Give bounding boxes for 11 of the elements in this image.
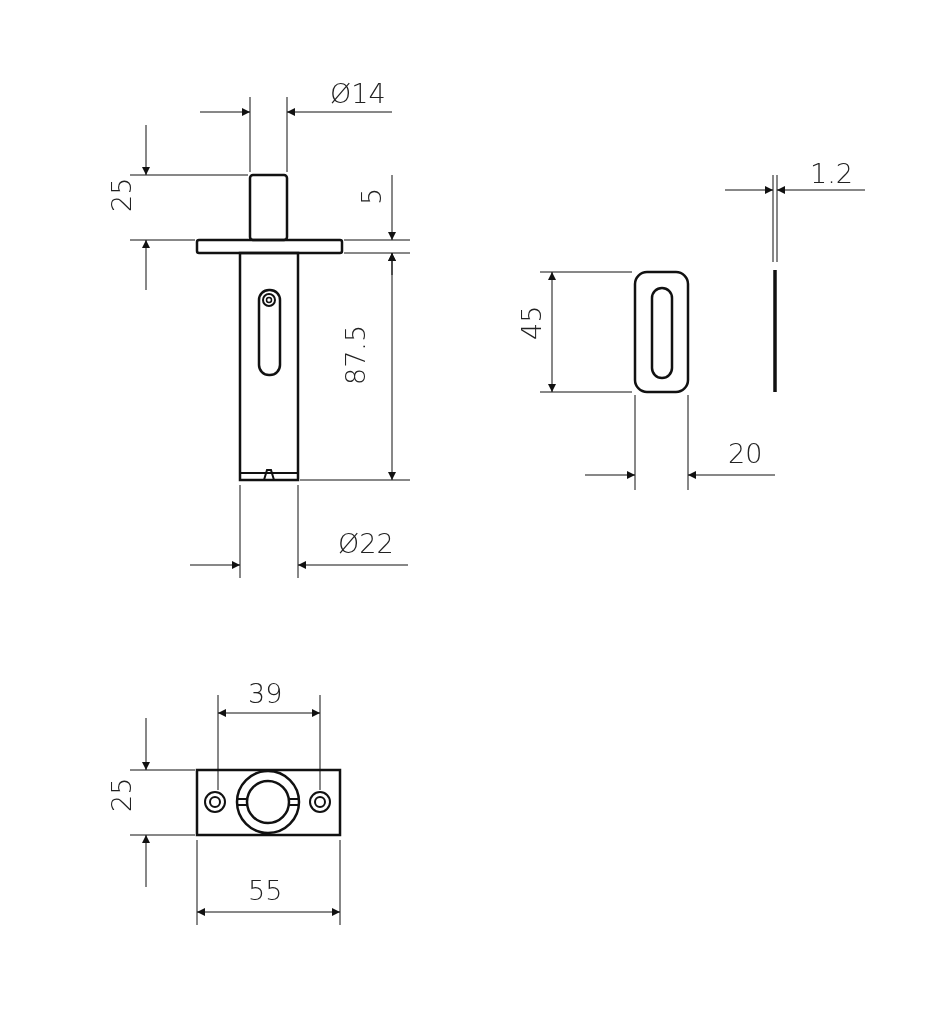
dimension-label: 87.5 [342,324,369,385]
dimension-label: 25 [108,777,135,812]
dimension-label: 1.2 [810,160,853,187]
dimension-label: 45 [518,305,545,340]
dimension-label: Ø22 [338,530,394,557]
dimension-label: 25 [108,177,135,212]
dimension-label: 5 [358,187,385,205]
dimension-label: 39 [248,680,283,707]
dimension-label: Ø14 [330,80,386,107]
dimension-label: 55 [248,877,283,904]
dimension-label: 20 [728,440,763,467]
